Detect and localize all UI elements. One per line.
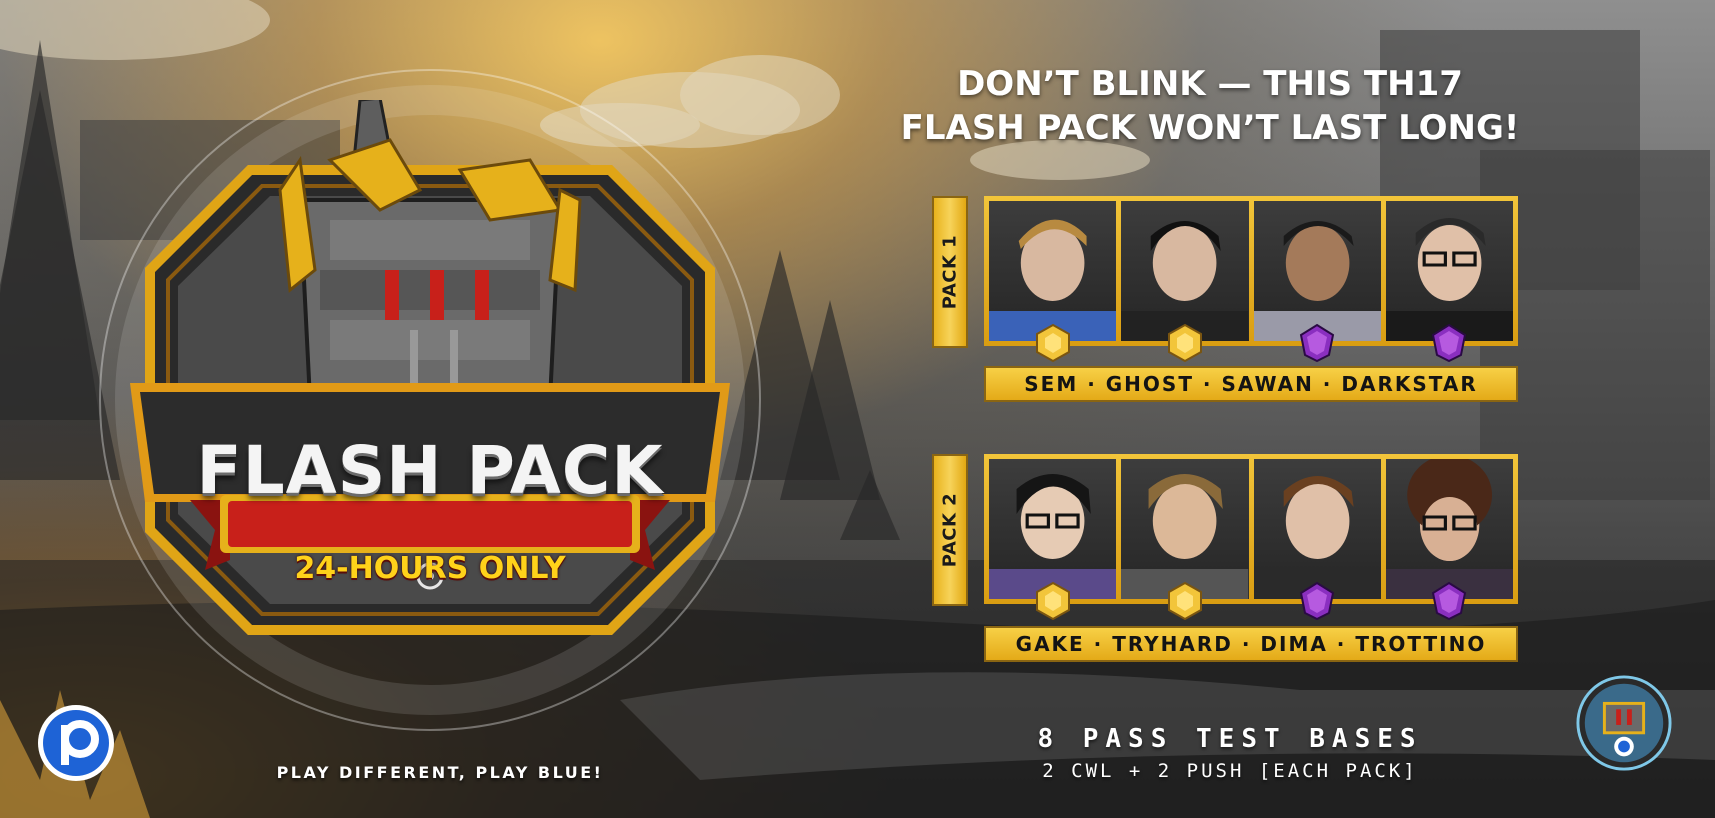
player-card <box>1253 459 1381 621</box>
pack-2: PACK 2 <box>932 454 1522 694</box>
purple-gem-badge-icon <box>1432 323 1467 363</box>
player-portrait <box>1253 476 1381 599</box>
player-card <box>1121 459 1249 621</box>
player-portrait <box>1253 221 1381 341</box>
gold-hex-badge-icon <box>1035 581 1070 621</box>
pack-1-label: PACK 1 <box>939 234 961 310</box>
purple-gem-badge-icon <box>1432 581 1467 621</box>
pack-2-names-bar: GAKE · TRYHARD · DIMA · TROTTINO <box>984 626 1518 662</box>
player-portrait <box>1385 459 1513 599</box>
pack-1-names: SEM · GHOST · SAWAN · DARKSTAR <box>1024 372 1478 396</box>
purple-gem-badge-icon <box>1300 323 1335 363</box>
pack-1-names-bar: SEM · GHOST · SAWAN · DARKSTAR <box>984 366 1518 402</box>
player-portrait <box>1385 218 1513 341</box>
gold-hex-badge-icon <box>1167 323 1202 363</box>
townhall-17-icon <box>278 100 582 402</box>
gold-hex-badge-icon <box>1167 581 1202 621</box>
pack-2-names: GAKE · TRYHARD · DIMA · TROTTINO <box>1015 632 1487 656</box>
pack-1-tab: PACK 1 <box>932 196 968 348</box>
purple-gem-badge-icon <box>1300 581 1335 621</box>
pack-2-label: PACK 2 <box>939 492 961 568</box>
player-card <box>1253 201 1381 363</box>
player-portrait <box>1121 474 1249 599</box>
pack-1: PACK 1 <box>932 196 1522 436</box>
gold-hex-badge-icon <box>1035 323 1070 363</box>
headline-line-2: FLASH PACK WON’T LAST LONG! <box>900 108 1520 148</box>
slogan: PLAY DIFFERENT, PLAY BLUE! <box>276 763 604 782</box>
pack-1-player-frame <box>984 196 1518 363</box>
flash-pack-emblem <box>130 100 730 635</box>
headline: DON’T BLINK — THIS TH17 FLASH PACK WON’T… <box>900 62 1520 150</box>
flash-pack-title: FLASH PACK <box>196 432 664 509</box>
player-card <box>1385 201 1513 363</box>
player-portrait <box>1121 221 1249 341</box>
blue-p-logo-icon <box>38 705 114 781</box>
bases-title: 8 PASS TEST BASES <box>1037 724 1423 754</box>
player-card <box>989 201 1117 363</box>
bases-subtitle: 2 CWL + 2 PUSH [EACH PACK] <box>1042 760 1418 782</box>
clan-badge-icon <box>1576 675 1672 771</box>
player-portrait <box>989 219 1117 341</box>
player-card <box>1385 459 1513 621</box>
pack-2-tab: PACK 2 <box>932 454 968 606</box>
player-card <box>989 459 1117 621</box>
player-card <box>1121 201 1249 363</box>
hours-only-ribbon: 24-HOURS ONLY <box>294 551 566 586</box>
pack-2-player-frame <box>984 454 1518 621</box>
player-portrait <box>989 474 1117 599</box>
headline-line-1: DON’T BLINK — THIS TH17 <box>957 64 1463 104</box>
